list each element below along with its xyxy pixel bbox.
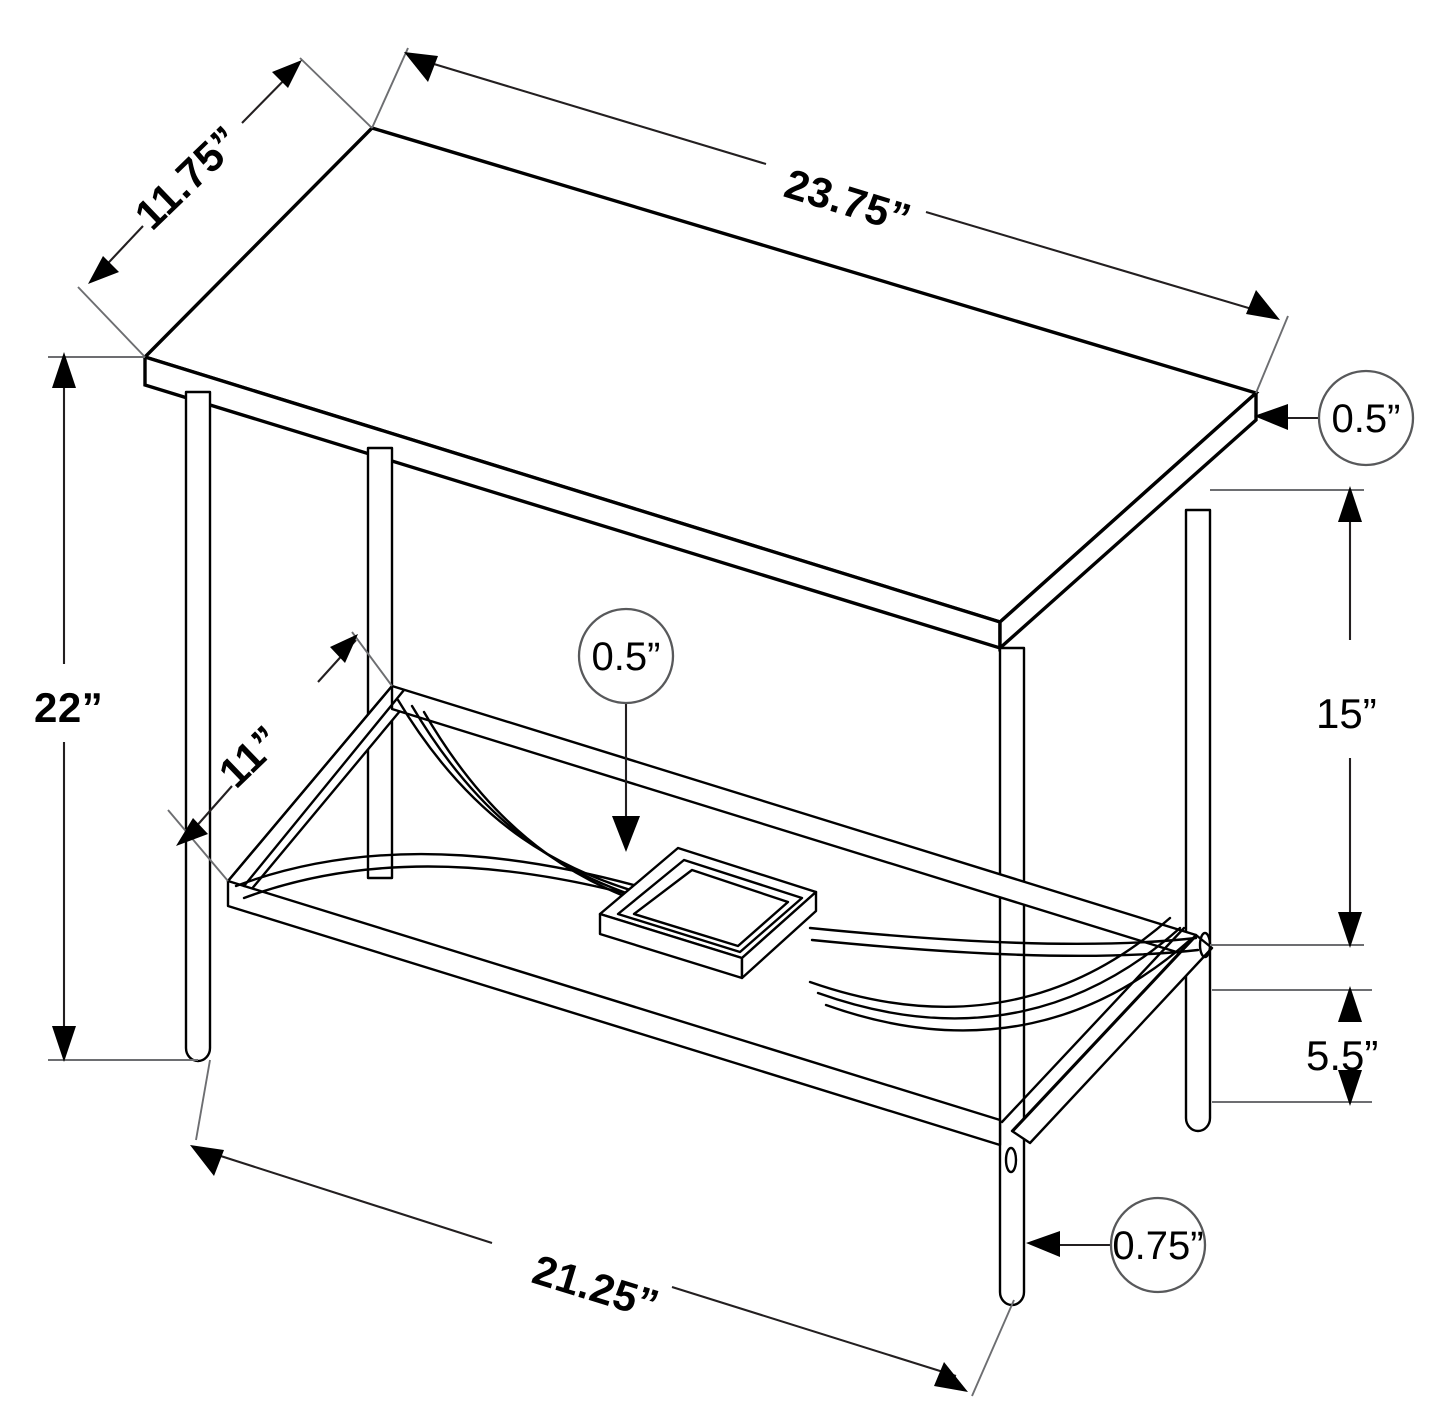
medallion-inner-panel: [632, 868, 790, 948]
ext-line-shelf-depth-a: [351, 631, 393, 687]
dim-label-shelf-depth: 11”: [210, 716, 291, 796]
callout-bubble-leg-diameter: [1109, 1196, 1207, 1294]
ext-line-2125-a: [195, 1059, 211, 1141]
arrow-top-thickness: [1254, 404, 1288, 430]
dim-label-shelf-width: 21.25”: [527, 1246, 664, 1329]
arrow-15-bottom: [1338, 912, 1362, 948]
joint-mark-front-right: [1004, 1146, 1018, 1174]
dim-label-width-top: 23.75”: [779, 160, 916, 243]
callout-bubble-top-thickness: [1317, 369, 1415, 467]
arrow-shelf-depth-upper: [330, 634, 358, 663]
callout-top-thickness: 0.5”: [1254, 369, 1415, 467]
shelf-rail-right: [1010, 933, 1214, 1145]
decorative-arc-right-upper: [808, 926, 1198, 946]
shelf-corner-brace-right-2: [1000, 926, 1186, 1124]
shelf-rail-front-left: [226, 879, 1002, 1147]
dim-label-depth-top: 11.75”: [126, 117, 250, 239]
ext-line-width-b: [1255, 315, 1289, 394]
dim-label-shelf-to-top: 15”: [1316, 690, 1377, 737]
ext-line-depth-a: [299, 57, 373, 129]
arrow-height-top: [52, 352, 76, 388]
callout-label-top-thickness: 0.5”: [1332, 397, 1401, 441]
shelf-corner-brace-left: [226, 684, 394, 883]
callout-label-shelf-thickness: 0.5”: [592, 635, 661, 679]
dim-line-2125-left: [201, 1149, 493, 1244]
arrow-2125-right: [934, 1362, 968, 1392]
dimension-shelf-to-floor: 5.5”: [1212, 986, 1378, 1106]
dim-line-2125-right: [671, 1285, 957, 1378]
table-top-edge-right: [998, 389, 1258, 652]
arrow-depth-lower: [88, 256, 119, 284]
shelf-corner-brace-right: [1012, 934, 1198, 1132]
center-medallion: [598, 846, 818, 980]
shelf-corner-brace-left-2: [242, 688, 406, 888]
arrow-width-left: [404, 52, 438, 82]
callout-shelf-thickness: 0.5”: [577, 607, 675, 852]
dim-line-width-left: [413, 56, 767, 166]
arrow-leg-diameter: [1026, 1231, 1060, 1257]
arrow-width-right: [1246, 290, 1280, 320]
decorative-arc-right-lower: [810, 938, 1200, 958]
leg-front-left: [366, 446, 394, 880]
decorative-curve-right-inner2: [808, 916, 1172, 1008]
decorative-curve-right-outer: [824, 938, 1192, 1032]
arrow-shelf-thickness: [612, 816, 640, 852]
arrow-15-top: [1338, 486, 1362, 522]
arrow-55-bottom: [1338, 1070, 1362, 1106]
dimension-height-overall: 22”: [34, 352, 198, 1062]
dimension-shelf-to-top: 15”: [1210, 486, 1377, 948]
lower-shelf-frame: [226, 684, 1214, 1174]
ext-line-width-a: [371, 47, 409, 129]
leg-back-left: [184, 390, 212, 1063]
table-top: [141, 126, 1260, 652]
callout-leg-diameter: 0.75”: [1026, 1196, 1207, 1294]
ext-line-shelf-depth-b: [167, 809, 229, 882]
dim-label-height-overall: 22”: [34, 684, 103, 731]
arrow-depth-upper: [272, 60, 302, 88]
arrow-height-bottom: [52, 1026, 76, 1062]
arrow-2125-left: [190, 1145, 224, 1176]
leg-front-right: [998, 646, 1026, 1307]
ext-line-depth-b: [77, 286, 146, 358]
medallion-inner-ring: [616, 858, 804, 954]
arrow-55-top: [1338, 986, 1362, 1022]
ext-line-2125-b: [971, 1299, 1015, 1397]
arrow-shelf-depth-lower: [176, 818, 208, 846]
callout-label-leg-diameter: 0.75”: [1112, 1224, 1203, 1268]
medallion-outer-right: [740, 890, 818, 980]
leg-back-right: [1184, 508, 1212, 1133]
decorative-curve-right-inner: [816, 926, 1182, 1020]
callout-bubble-shelf-thickness: [577, 607, 675, 705]
dim-line-width-right: [925, 210, 1273, 317]
dim-label-shelf-to-floor: 5.5”: [1306, 1032, 1378, 1079]
